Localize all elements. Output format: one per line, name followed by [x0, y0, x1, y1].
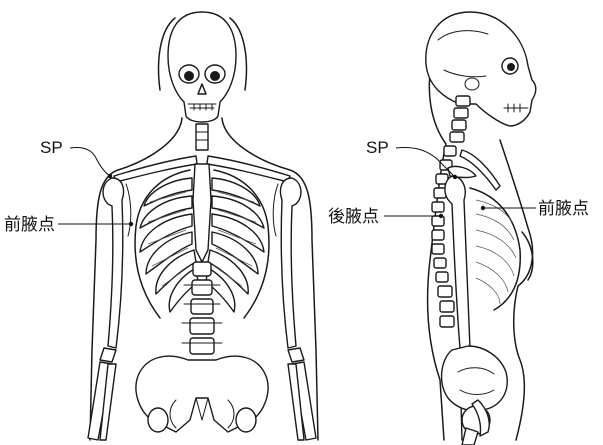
- side-anterior-armpit-label: 前腋点: [538, 199, 589, 218]
- front-sp-callout: SP: [40, 138, 112, 178]
- front-clavicle-right: [207, 156, 290, 182]
- side-posterior-armpit-callout: 後腋点: [328, 207, 443, 226]
- front-anterior-armpit-label: 前腋点: [4, 215, 55, 234]
- side-posterior-armpit-label: 後腋点: [328, 207, 379, 226]
- side-skull: [426, 12, 536, 126]
- front-clavicle-left: [114, 156, 197, 182]
- front-humerus-left: [103, 178, 123, 348]
- front-view-skeleton: [88, 12, 318, 440]
- front-sternum: [193, 164, 211, 262]
- side-pelvis: [442, 346, 508, 411]
- front-humerus-right: [280, 178, 300, 348]
- side-view-skeleton: [426, 12, 536, 445]
- front-skull: [168, 12, 236, 122]
- front-lumbar-spine: [190, 262, 214, 354]
- front-sp-label: SP: [40, 138, 63, 157]
- side-sp-label: SP: [366, 138, 389, 157]
